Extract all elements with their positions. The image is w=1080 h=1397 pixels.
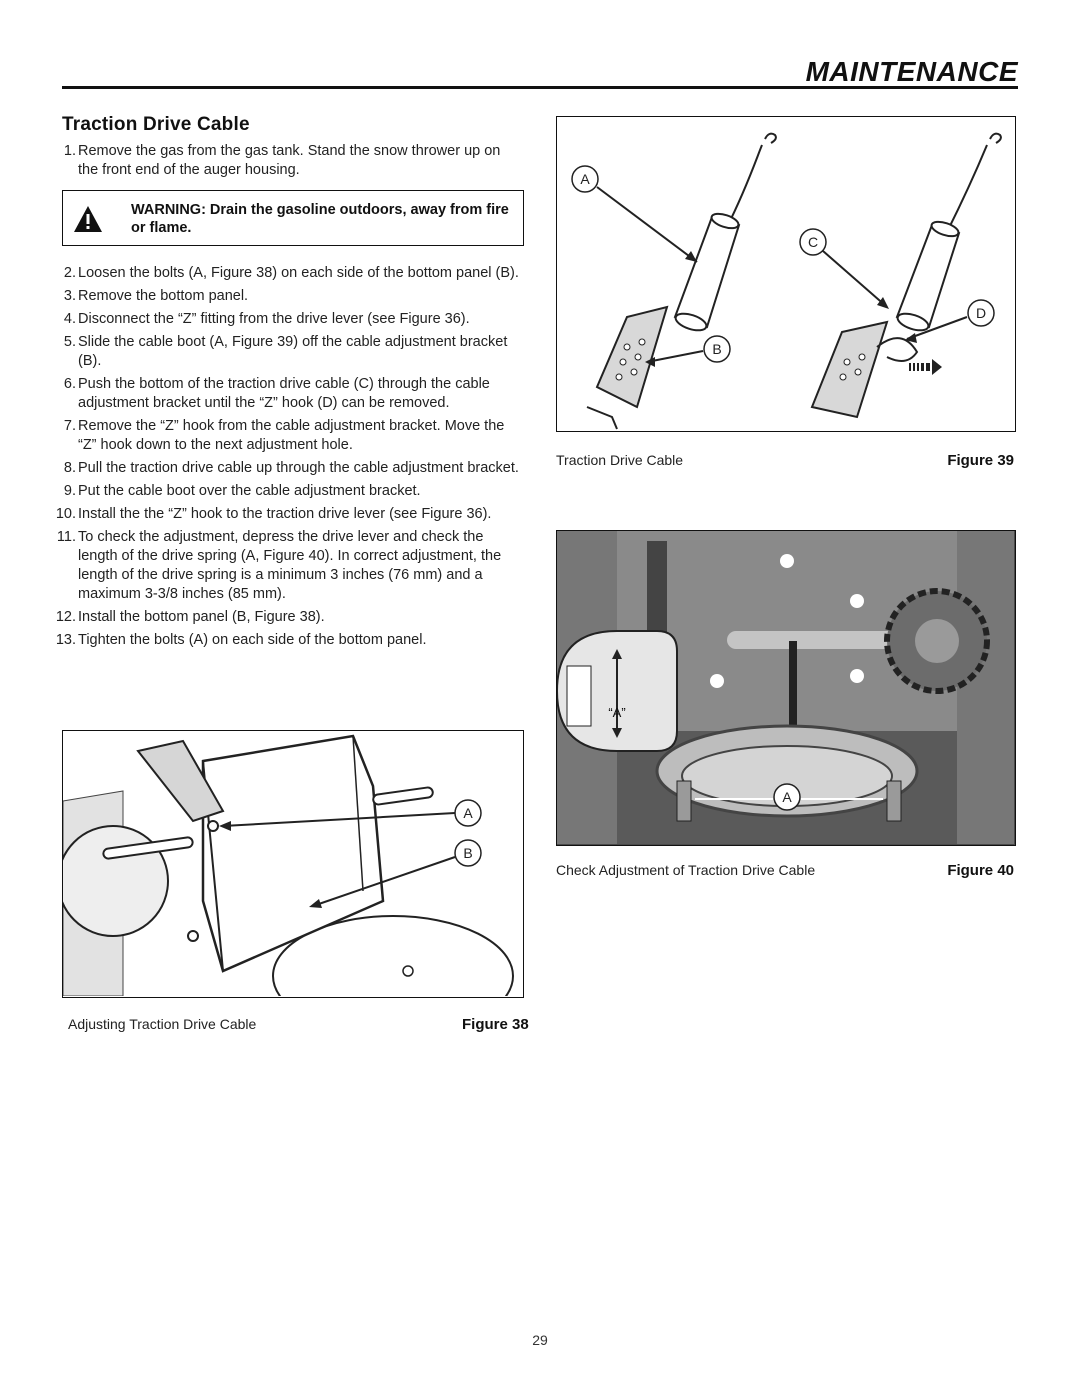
step-text: Tighten the bolts (A) on each side of th…: [78, 632, 427, 648]
instruction-list-pre-warning: 1. Remove the gas from the gas tank. Sta…: [62, 142, 524, 184]
figure-38-label: Figure 38: [462, 1016, 529, 1033]
step-text: Install the the “Z” hook to the traction…: [78, 506, 492, 522]
list-item: 7.Remove the “Z” hook from the cable adj…: [63, 418, 505, 453]
list-item: 10.Install the the “Z” hook to the tract…: [55, 506, 492, 522]
list-item: 12.Install the bottom panel (B, Figure 3…: [55, 609, 325, 625]
callout-a: A: [580, 171, 590, 187]
list-item: 11.To check the adjustment, depress the …: [56, 529, 502, 602]
callout-b: B: [712, 341, 721, 357]
warning-box: WARNING: Drain the gasoline outdoors, aw…: [62, 190, 524, 246]
page-title: Traction Drive Cable: [62, 114, 250, 135]
cable-boot-illustration: A B C D: [571, 132, 1002, 430]
warning-triangle-icon: [74, 206, 102, 232]
figure-39-illustration: A B C D: [556, 116, 1016, 432]
figure-39-caption: Traction Drive Cable: [556, 452, 684, 468]
figure-40-label: Figure 40: [947, 862, 1014, 879]
callout-c: C: [808, 234, 818, 250]
section-header-title: MAINTENANCE: [805, 56, 1018, 87]
list-item: 1. Remove the gas from the gas tank. Sta…: [63, 143, 501, 178]
header-rule: [62, 86, 1018, 89]
figure-40-photo: “A” A: [555, 530, 1016, 846]
step-text: Loosen the bolts (A, Figure 38) on each …: [78, 265, 519, 281]
step-text: Remove the “Z” hook from the cable adjus…: [78, 418, 505, 453]
callout-dimension-a: “A”: [608, 705, 625, 720]
step-text: Remove the bottom panel.: [78, 288, 249, 304]
step-text: Pull the traction drive cable up through…: [78, 460, 519, 476]
list-item: 3.Remove the bottom panel.: [63, 288, 249, 304]
drive-spring-photo: “A” A: [555, 531, 1014, 844]
list-item: 5.Slide the cable boot (A, Figure 39) of…: [63, 334, 508, 369]
step-text: Push the bottom of the traction drive ca…: [78, 376, 490, 411]
warning-text: WARNING: Drain the gasoline outdoors, aw…: [131, 202, 509, 236]
step-text: Slide the cable boot (A, Figure 39) off …: [78, 334, 508, 369]
bottom-panel-illustration: A B: [57, 734, 514, 1037]
callout-d: D: [976, 305, 986, 321]
list-item: 4.Disconnect the “Z” fitting from the dr…: [63, 311, 470, 327]
page-number: 29: [532, 1332, 548, 1348]
figure-39-label: Figure 39: [947, 452, 1014, 469]
list-item: 13.Tighten the bolts (A) on each side of…: [55, 632, 427, 648]
step-text: Put the cable boot over the cable adjust…: [78, 483, 421, 499]
callout-a: A: [782, 789, 792, 805]
callout-b: B: [463, 845, 472, 861]
list-item: 8.Pull the traction drive cable up throu…: [63, 460, 519, 476]
list-item: 2.Loosen the bolts (A, Figure 38) on eac…: [63, 265, 519, 281]
figure-38-caption: Adjusting Traction Drive Cable: [68, 1016, 257, 1032]
step-text: Remove the gas from the gas tank. Stand …: [78, 143, 501, 178]
figure-38-illustration: A B: [57, 730, 524, 1037]
step-text: Install the bottom panel (B, Figure 38).: [78, 609, 325, 625]
callout-a: A: [463, 805, 473, 821]
instruction-list: 2.Loosen the bolts (A, Figure 38) on eac…: [55, 264, 524, 654]
step-text: Disconnect the “Z” fitting from the driv…: [78, 311, 470, 327]
list-item: 6.Push the bottom of the traction drive …: [63, 376, 490, 411]
list-item: 9.Put the cable boot over the cable adju…: [63, 483, 421, 499]
figure-40-caption: Check Adjustment of Traction Drive Cable: [556, 862, 816, 878]
step-text: To check the adjustment, depress the dri…: [78, 529, 502, 602]
